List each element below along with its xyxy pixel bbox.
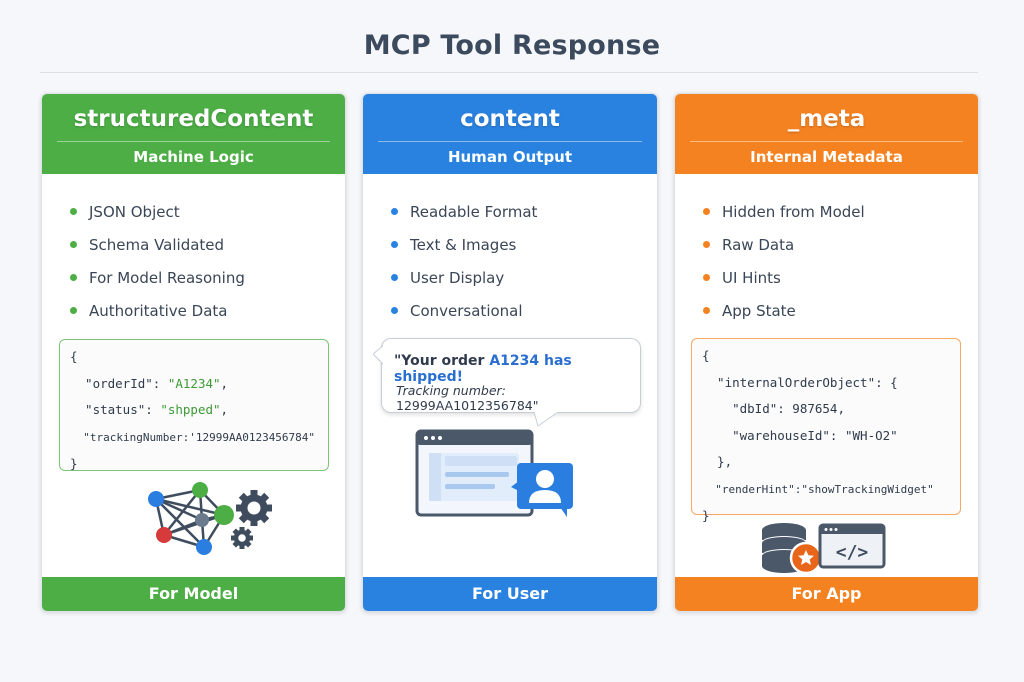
card-structured-content: structuredContent Machine Logic JSON Obj… bbox=[41, 93, 346, 612]
card-header: structuredContent Machine Logic bbox=[42, 94, 345, 174]
footer-label: For User bbox=[363, 577, 657, 611]
card-content: content Human Output Readable Format Tex… bbox=[362, 93, 658, 612]
bubble-tracking: Tracking number: 12999AA1012356784" bbox=[396, 383, 640, 413]
footer-label: For App bbox=[675, 577, 978, 611]
card-title: content bbox=[460, 106, 560, 132]
feature-list: Readable Format Text & Images User Displ… bbox=[391, 195, 537, 327]
feature-list: Hidden from Model Raw Data UI Hints App … bbox=[703, 195, 865, 327]
bullet-icon bbox=[391, 307, 398, 314]
list-item-label: UI Hints bbox=[722, 268, 781, 287]
code-line: } bbox=[70, 456, 78, 471]
json-code-block: { "orderId": "A1234", "status": "shpped"… bbox=[59, 339, 329, 471]
feature-list: JSON Object Schema Validated For Model R… bbox=[70, 195, 245, 327]
list-item: Conversational bbox=[391, 294, 537, 327]
card-title: structuredContent bbox=[73, 106, 314, 132]
bullet-icon bbox=[70, 208, 77, 215]
svg-text:</>: </> bbox=[836, 542, 869, 563]
bullet-icon bbox=[703, 241, 710, 248]
card-subtitle: Internal Metadata bbox=[750, 148, 903, 166]
header-divider bbox=[57, 141, 330, 142]
code-line: }, bbox=[702, 454, 733, 469]
list-item-label: Readable Format bbox=[410, 202, 538, 221]
code-key: "status": bbox=[70, 402, 161, 417]
list-item: Authoritative Data bbox=[70, 294, 245, 327]
tracking-value: 12999AA1012356784" bbox=[396, 398, 539, 413]
list-item-label: JSON Object bbox=[89, 202, 180, 221]
list-item-label: Authoritative Data bbox=[89, 301, 228, 320]
card-meta: _meta Internal Metadata Hidden from Mode… bbox=[674, 93, 979, 612]
bullet-icon bbox=[391, 274, 398, 281]
card-header: content Human Output bbox=[363, 94, 657, 174]
bullet-icon bbox=[70, 274, 77, 281]
list-item: Readable Format bbox=[391, 195, 537, 228]
list-item: Hidden from Model bbox=[703, 195, 865, 228]
code-line: "internalOrderObject": { bbox=[702, 374, 898, 390]
list-item: Raw Data bbox=[703, 228, 865, 261]
code-line: { bbox=[702, 348, 710, 363]
list-item-label: Text & Images bbox=[410, 235, 517, 254]
list-item-label: Schema Validated bbox=[89, 235, 225, 254]
list-item: App State bbox=[703, 294, 865, 327]
bubble-tail-bottom bbox=[534, 412, 559, 427]
bubble-tail-left bbox=[373, 345, 385, 367]
bubble-message: "Your order A1234 has shipped! bbox=[394, 353, 640, 385]
card-subtitle: Human Output bbox=[447, 148, 573, 166]
code-key: "trackingNumber: bbox=[70, 430, 190, 444]
bullet-icon bbox=[391, 241, 398, 248]
database-code-icon: </> bbox=[760, 522, 890, 581]
title-divider bbox=[40, 72, 978, 73]
list-item-label: Raw Data bbox=[722, 235, 795, 254]
bullet-icon bbox=[391, 208, 398, 215]
list-item-label: App State bbox=[722, 301, 796, 320]
header-divider bbox=[690, 141, 963, 142]
footer-label: For Model bbox=[42, 577, 345, 611]
bullet-icon bbox=[703, 274, 710, 281]
code-value: "shpped" bbox=[160, 402, 221, 417]
list-item: Text & Images bbox=[391, 228, 537, 261]
list-item: Schema Validated bbox=[70, 228, 245, 261]
network-gears-icon bbox=[142, 480, 277, 559]
list-item-label: Hidden from Model bbox=[722, 202, 865, 221]
bullet-icon bbox=[703, 307, 710, 314]
list-item-label: User Display bbox=[410, 268, 505, 287]
code-key: "orderId": bbox=[70, 375, 168, 391]
message-text: "Your order bbox=[394, 353, 490, 369]
card-header: _meta Internal Metadata bbox=[675, 94, 978, 174]
header-divider bbox=[378, 141, 642, 142]
code-line: } bbox=[702, 508, 710, 523]
list-item-label: For Model Reasoning bbox=[89, 268, 245, 287]
browser-user-chat-icon bbox=[415, 429, 580, 523]
list-item: For Model Reasoning bbox=[70, 261, 245, 294]
list-item-label: Conversational bbox=[410, 301, 523, 320]
message-highlight: A1234 has shipped! bbox=[394, 353, 572, 385]
bullet-icon bbox=[703, 208, 710, 215]
speech-bubble: "Your order A1234 has shipped! Tracking … bbox=[373, 338, 641, 427]
tracking-label: Tracking number: bbox=[396, 383, 506, 398]
code-value: "A1234" bbox=[167, 375, 221, 391]
list-item: User Display bbox=[391, 261, 537, 294]
bullet-icon bbox=[70, 307, 77, 314]
json-code-block: { "internalOrderObject": { "dbId": 98765… bbox=[691, 338, 961, 523]
page-title: MCP Tool Response bbox=[363, 30, 661, 61]
code-value: '12999AA0123456784" bbox=[189, 430, 316, 444]
code-line: "dbId": 987654, bbox=[702, 401, 845, 416]
list-item: UI Hints bbox=[703, 261, 865, 294]
code-line: "warehouseId": "WH-O2" bbox=[702, 427, 898, 443]
list-item: JSON Object bbox=[70, 195, 245, 228]
code-line: "renderHint":"showTrackingWidget" bbox=[702, 482, 934, 496]
card-subtitle: Machine Logic bbox=[133, 148, 254, 166]
code-line: { bbox=[70, 349, 78, 364]
bullet-icon bbox=[70, 241, 77, 248]
card-title: _meta bbox=[787, 106, 866, 132]
